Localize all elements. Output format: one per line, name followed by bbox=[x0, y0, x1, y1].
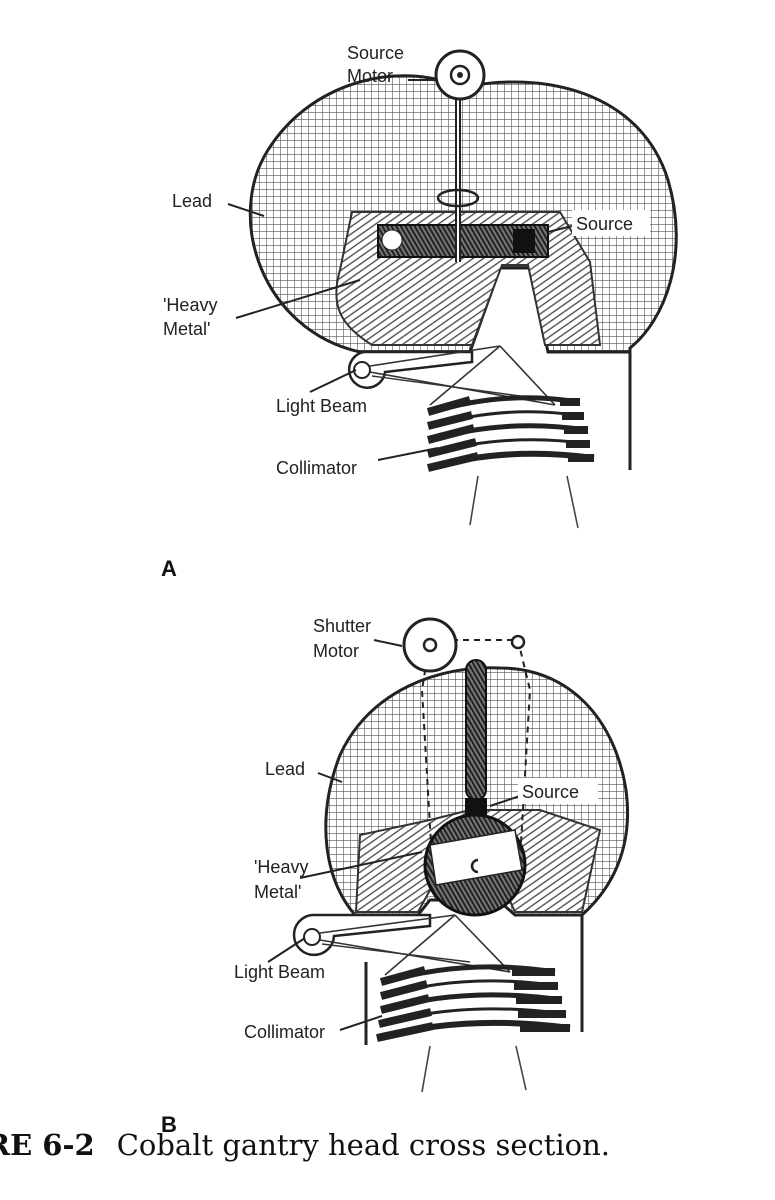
source-label-bg-a bbox=[572, 210, 650, 236]
panel-b: Shutter Motor Lead Source 'Heavy Metal' … bbox=[161, 616, 630, 1137]
panel-letter-a: A bbox=[161, 556, 177, 581]
label-heavy-metal-a-1: 'Heavy bbox=[163, 295, 217, 315]
light-bulb-a bbox=[353, 361, 371, 379]
source-label-bg-b bbox=[518, 778, 598, 804]
light-ray-a4 bbox=[499, 345, 556, 406]
light-ray-b3 bbox=[321, 943, 471, 963]
exit-beam-a2 bbox=[566, 475, 579, 529]
label-light-beam-b: Light Beam bbox=[234, 962, 325, 982]
label-source-motor-a-2: Motor bbox=[347, 66, 393, 86]
light-ray-a5 bbox=[429, 345, 501, 406]
panel-letter-b: B bbox=[161, 1112, 177, 1137]
label-shutter-motor-b-1: Shutter bbox=[313, 616, 371, 636]
exit-beam-a1 bbox=[469, 475, 479, 526]
label-source-motor-a-1: Source bbox=[347, 43, 404, 63]
source-motor-axle-a bbox=[457, 72, 463, 78]
light-ray-b4 bbox=[454, 914, 511, 973]
label-collimator-a: Collimator bbox=[276, 458, 357, 478]
figure-caption-text: Cobalt gantry head cross section. bbox=[116, 1128, 611, 1162]
light-ray-a3 bbox=[371, 375, 521, 397]
collimator-a bbox=[426, 395, 595, 472]
panel-a: Source Motor Lead Source 'Heavy Metal' L… bbox=[161, 43, 678, 581]
figure-caption: RE 6-2 Cobalt gantry head cross section. bbox=[0, 1128, 775, 1178]
exit-beam-b2 bbox=[515, 1045, 527, 1091]
shutter-pivot-b bbox=[510, 634, 526, 650]
source-rod-b bbox=[465, 659, 487, 801]
shaft-rotation-arrow-a bbox=[436, 188, 480, 208]
leader-lines-a bbox=[227, 79, 573, 461]
source-capsule-b bbox=[465, 798, 487, 818]
light-ray-a1 bbox=[369, 345, 501, 367]
drawer-opening-a bbox=[381, 229, 403, 251]
light-ray-b1 bbox=[319, 914, 456, 934]
figure-number: RE 6-2 bbox=[0, 1128, 95, 1162]
label-lead-a: Lead bbox=[172, 191, 212, 211]
source-capsule-a bbox=[513, 229, 535, 253]
label-heavy-metal-a-2: Metal' bbox=[163, 319, 210, 339]
collimator-b bbox=[376, 964, 571, 1042]
label-light-beam-a: Light Beam bbox=[276, 396, 367, 416]
leader-lines-b bbox=[267, 639, 521, 1031]
label-heavy-metal-b-1: 'Heavy bbox=[254, 857, 308, 877]
label-source-b: Source bbox=[522, 782, 579, 802]
label-lead-b: Lead bbox=[265, 759, 305, 779]
shutter-motor-hub-b bbox=[422, 637, 438, 653]
light-bulb-b bbox=[303, 928, 321, 946]
light-ray-b5 bbox=[384, 914, 456, 976]
label-shutter-motor-b-2: Motor bbox=[313, 641, 359, 661]
label-heavy-metal-b-2: Metal' bbox=[254, 882, 301, 902]
label-collimator-b: Collimator bbox=[244, 1022, 325, 1042]
shutter-rotation-arrow-b bbox=[470, 858, 479, 874]
shutter-aperture-b bbox=[429, 829, 523, 886]
label-source-a: Source bbox=[576, 214, 633, 234]
exit-beam-b1 bbox=[421, 1045, 431, 1093]
